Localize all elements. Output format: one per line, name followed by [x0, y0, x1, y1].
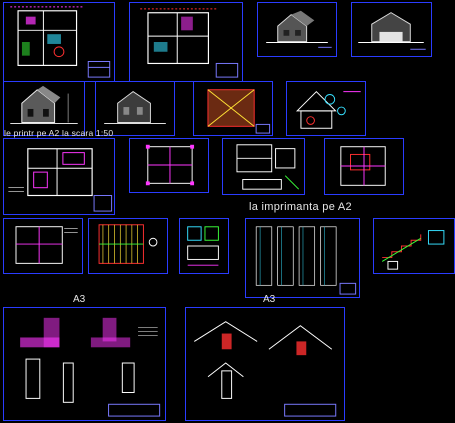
roof-structure-drawing: [98, 224, 158, 264]
sheet-elevation-2[interactable]: [351, 2, 432, 57]
elevation-drawing: [10, 85, 78, 124]
floor-plan-drawing: [10, 6, 111, 78]
sheet-floor-plan-3[interactable]: [3, 138, 115, 215]
sheet-detail-a3-left[interactable]: [3, 307, 166, 421]
sheet-floor-plan-4[interactable]: [3, 218, 83, 274]
sheet-roof-plan[interactable]: [193, 81, 273, 136]
sheet-elevation-1[interactable]: [257, 2, 337, 57]
stair-detail-drawing: [381, 230, 445, 270]
print-a2-label: la imprimanta pe A2: [249, 201, 352, 213]
sheet-section-detail[interactable]: [286, 81, 366, 136]
elevation-drawing: [266, 10, 332, 48]
format-a3-right-label: A3: [263, 294, 276, 305]
structure-plan-drawing: [340, 146, 386, 186]
foundation-plan-drawing: [236, 144, 300, 190]
print-note-label: le printr pe A2 la scara 1:50: [4, 128, 114, 138]
roof-plan-drawing: [207, 89, 271, 134]
elevation-drawing: [358, 12, 426, 50]
format-a3-left-label: A3: [73, 294, 86, 305]
sheet-detail-a3-right[interactable]: [185, 307, 345, 421]
sheet-elevation-4[interactable]: [95, 81, 175, 136]
sheet-floor-plan-1[interactable]: [3, 2, 115, 82]
floor-plan-drawing: [15, 226, 78, 264]
sheet-structure-plan-2[interactable]: [324, 138, 404, 195]
sheet-roof-structure[interactable]: [88, 218, 168, 274]
floor-plan-drawing: [140, 8, 239, 78]
sheet-foundation-plan[interactable]: [222, 138, 305, 195]
floor-plan-drawing: [8, 148, 113, 212]
section-drawing: [295, 90, 361, 129]
sheet-stair-detail[interactable]: [373, 218, 455, 274]
sheet-detail-small[interactable]: [179, 218, 229, 274]
structure-plan-drawing: [145, 144, 195, 186]
reinforcement-drawing: [255, 226, 357, 295]
sheet-structure-plan-1[interactable]: [129, 138, 209, 193]
sheet-reinforcement-plan[interactable]: [245, 218, 360, 298]
sheet-floor-plan-2[interactable]: [129, 2, 243, 82]
detail-drawing: [187, 226, 219, 266]
roof-detail-drawing: [194, 321, 337, 417]
elevation-drawing: [104, 91, 166, 124]
construction-detail-drawing: [20, 317, 161, 417]
sheet-elevation-3[interactable]: [3, 81, 85, 136]
